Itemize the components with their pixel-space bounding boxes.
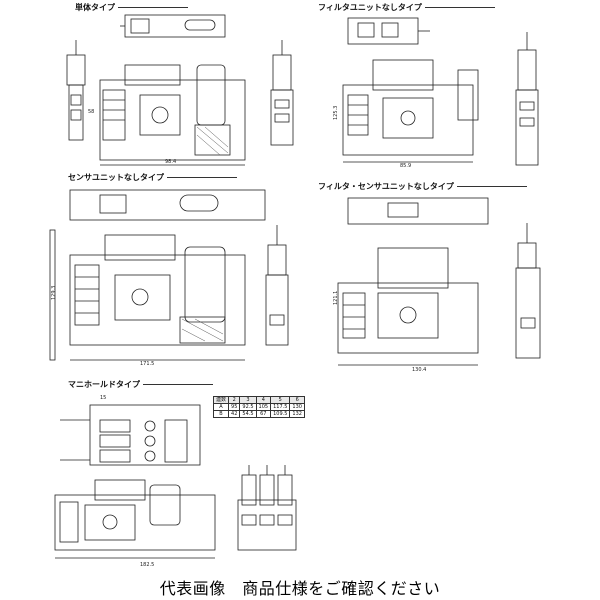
spec-table-cell: 42 <box>227 410 241 418</box>
section-title-no-sensor: センサユニットなしタイプ <box>68 174 237 182</box>
no-filter-sensor-type-drawing <box>318 193 558 378</box>
spec-table-cell: 4 <box>255 396 272 404</box>
no-filter-type-drawing <box>318 10 558 170</box>
spec-table-cell: B <box>212 410 230 418</box>
dim-single-width: 98.4 <box>165 159 177 165</box>
spec-table-cell: 105 <box>255 403 272 411</box>
spec-table-cell: 109.5 <box>270 410 291 418</box>
section-title-no-filter: フィルタユニットなしタイプ <box>318 4 495 12</box>
section-title-single: 単体タイプ <box>75 4 188 12</box>
representative-image-note: 代表画像 商品仕様をご確認ください <box>159 579 441 598</box>
no-sensor-type-drawing <box>40 185 300 375</box>
spec-table-cell: A <box>212 403 230 411</box>
dim-single-height: 58 <box>88 109 95 115</box>
spec-table-cell: 95 <box>227 403 241 411</box>
single-type-drawing <box>45 10 305 170</box>
section-title-manifold: マニホールドタイプ <box>68 381 213 389</box>
spec-table-cell: 132 <box>289 410 305 418</box>
dim-no-fs-height: 121.1 <box>333 290 339 305</box>
spec-table-cell: 2 <box>227 396 241 404</box>
spec-table-cell: 3 <box>239 396 257 404</box>
dim-no-fs-width: 130.4 <box>412 367 427 373</box>
dim-no-sensor-width: 171.5 <box>140 361 155 367</box>
spec-table-cell: 130 <box>289 403 305 411</box>
dim-manifold-pitch: 15 <box>100 395 107 401</box>
spec-table-cell: 54.5 <box>239 410 257 418</box>
spec-table-cell: 5 <box>270 396 291 404</box>
spec-table-cell: 117.5 <box>270 403 291 411</box>
manifold-type-drawing <box>40 390 310 570</box>
section-title-no-filter-sensor: フィルタ・センサユニットなしタイプ <box>318 183 527 191</box>
dim-no-sensor-height: 129.3 <box>51 285 57 300</box>
dim-no-filter-width: 85.9 <box>400 163 412 169</box>
spec-table-cell: 連数 <box>212 396 230 404</box>
spec-table-cell: 6 <box>289 396 305 404</box>
spec-table-cell: 67 <box>255 410 272 418</box>
spec-table-cell: 92.5 <box>239 403 257 411</box>
dim-manifold-width: 182.5 <box>140 562 155 568</box>
dim-no-filter-height: 125.3 <box>333 105 339 120</box>
